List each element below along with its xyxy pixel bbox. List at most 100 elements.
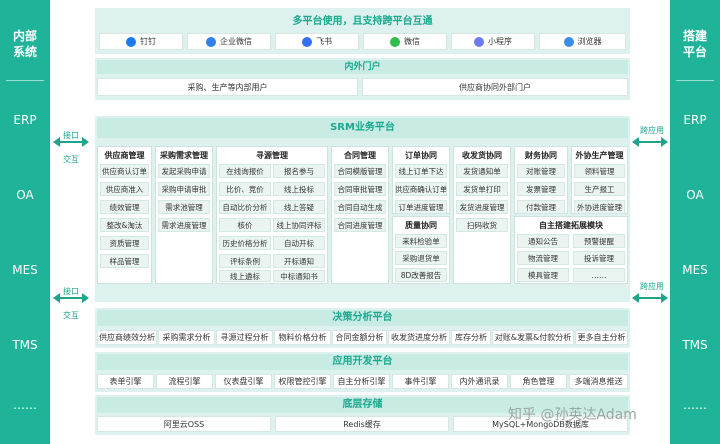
delivery-title: 收发货协同 — [462, 151, 502, 160]
platform-wechat: 微信 — [363, 33, 447, 50]
platform-label: 微信 — [404, 37, 420, 46]
finance-item: 付款管理 — [517, 200, 565, 214]
contract-item: 合同审批管理 — [334, 182, 386, 196]
right-sidebar-title: 搭建 平台 — [682, 29, 707, 59]
right-divider — [676, 80, 714, 81]
left-item-more: …… — [13, 398, 37, 412]
analytics-item: 采购需求分析 — [158, 330, 215, 345]
outsource-title: 外协生产管理 — [575, 151, 624, 160]
supplier-item: 资质管理 — [100, 236, 149, 250]
right-item-oa: OA — [686, 188, 704, 202]
wecom-icon — [206, 36, 216, 47]
analytics-item: 合同金额分析 — [332, 330, 387, 345]
supplier-item: 整改&淘汰 — [100, 218, 149, 232]
analytics-title: 决策分析平台 — [97, 310, 628, 326]
storage-item: MySQL+MongoDB数据库 — [453, 416, 628, 432]
platform-miniprogram: 小程序 — [451, 33, 535, 50]
appdev-item: 仪表盘引擎 — [215, 374, 272, 389]
sourcing-item: 线上协同评标 — [273, 218, 325, 232]
contract-title: 合同管理 — [344, 151, 376, 160]
sourcing-item: 中标通知书 — [273, 270, 325, 282]
supplier-item: 供应商认订单 — [100, 164, 149, 178]
outsource-item: 生产报工 — [574, 182, 625, 196]
appdev-item: 表单引擎 — [97, 374, 154, 389]
left-top-arrow-label: 接口 交互 — [63, 131, 79, 164]
left-bottom-arrow-label: 接口 交互 — [63, 287, 79, 320]
quality-title: 质量协同 — [405, 221, 437, 230]
platform-label: 飞书 — [316, 37, 332, 46]
appdev-item: 事件引擎 — [392, 374, 449, 389]
right-item-tms: TMS — [682, 338, 708, 352]
order-item: 线上订单下达 — [395, 164, 447, 178]
platform-label: 钉钉 — [140, 37, 156, 46]
portal-external: 供应商协同外部门户 — [362, 78, 628, 96]
right-sidebar — [670, 0, 720, 444]
custom-module-item: 物流管理 — [517, 251, 569, 265]
left-item-oa: OA — [16, 188, 34, 202]
sourcing-item: 线上投标 — [273, 182, 325, 196]
portal-title: 内外门户 — [97, 60, 628, 74]
custom-module-title: 自主搭建拓展模块 — [539, 221, 603, 230]
order-title: 订单协同 — [405, 151, 437, 160]
quality-item: 采购退货单 — [395, 251, 447, 265]
custom-module-item: 模具管理 — [517, 268, 569, 282]
sourcing-item: 在线询报价 — [219, 164, 271, 178]
right-item-more: …… — [683, 398, 707, 412]
custom-module-item: 投诉管理 — [573, 251, 625, 265]
outsource-item: 外协进度管理 — [574, 200, 625, 214]
contract-item: 合同模版管理 — [334, 164, 386, 178]
sourcing-item: 自动比价分析 — [219, 200, 271, 214]
appdev-item: 流程引擎 — [156, 374, 213, 389]
finance-item: 对账管理 — [517, 164, 565, 178]
feishu-icon — [302, 36, 312, 47]
right-bottom-arrow-label: 跨应用 — [640, 282, 664, 291]
storage-item: Redis缓存 — [275, 416, 449, 432]
supplier-item: 样品管理 — [100, 254, 149, 268]
left-divider — [6, 80, 44, 81]
sourcing-item: 历史价格分析 — [219, 236, 271, 250]
custom-module-item: 预警提醒 — [573, 234, 625, 248]
order-item: 供应商确认订单 — [395, 182, 447, 196]
quality-item: 8D改善报告 — [395, 268, 447, 282]
delivery-item: 发货通知单 — [456, 164, 508, 178]
watermark: 知乎 @孙英达Adam — [508, 407, 637, 423]
custom-module-item: 通知公告 — [517, 234, 569, 248]
left-top-arrow-icon — [53, 137, 89, 147]
platform-label: 小程序 — [488, 37, 512, 46]
sourcing-item: 线上答疑 — [273, 200, 325, 214]
appdev-item: 权限管控引擎 — [274, 374, 331, 389]
wechat-icon — [390, 36, 400, 47]
sourcing-item: 评标条例 — [219, 254, 271, 268]
purchase-req-item: 采购申请审批 — [158, 182, 210, 196]
appdev-title: 应用开发平台 — [97, 354, 628, 370]
multi-platform-title: 多平台使用，且支持跨平台互通 — [292, 16, 433, 27]
contract-item: 合同自动生成 — [334, 200, 386, 214]
supplier-title: 供应商管理 — [104, 151, 145, 160]
sourcing-item: 开标通知 — [273, 254, 325, 268]
platform-dingtalk: 钉钉 — [99, 33, 183, 50]
left-item-erp: ERP — [13, 113, 37, 127]
right-item-mes: MES — [682, 263, 708, 277]
order-item: 订单进度管理 — [395, 200, 447, 214]
supplier-item: 绩效管理 — [100, 200, 149, 214]
sourcing-item: 比价、竞价 — [219, 182, 271, 196]
right-item-erp: ERP — [683, 113, 707, 127]
left-sidebar — [0, 0, 50, 444]
platform-label: 浏览器 — [577, 37, 602, 46]
platform-wecom: 企业微信 — [187, 33, 271, 50]
left-item-mes: MES — [12, 263, 38, 277]
platform-label: 企业微信 — [220, 37, 252, 46]
portal-internal: 采购、生产等内部用户 — [97, 78, 358, 96]
storage-item: 阿里云OSS — [97, 416, 271, 432]
sourcing-item: 线上遴标 — [219, 270, 271, 282]
platform-browser: 浏览器 — [539, 33, 626, 50]
appdev-item: 角色管理 — [510, 374, 567, 389]
analytics-item: 库存分析 — [451, 330, 491, 345]
analytics-item: 对账&发票&付款分析 — [492, 330, 574, 345]
dingtalk-icon — [126, 36, 136, 47]
analytics-item: 更多自主分析 — [575, 330, 628, 345]
analytics-item: 寻源过程分析 — [216, 330, 273, 345]
platform-feishu: 飞书 — [275, 33, 359, 50]
sourcing-item: 核价 — [219, 218, 271, 232]
storage-title: 底层存储 — [97, 397, 628, 413]
